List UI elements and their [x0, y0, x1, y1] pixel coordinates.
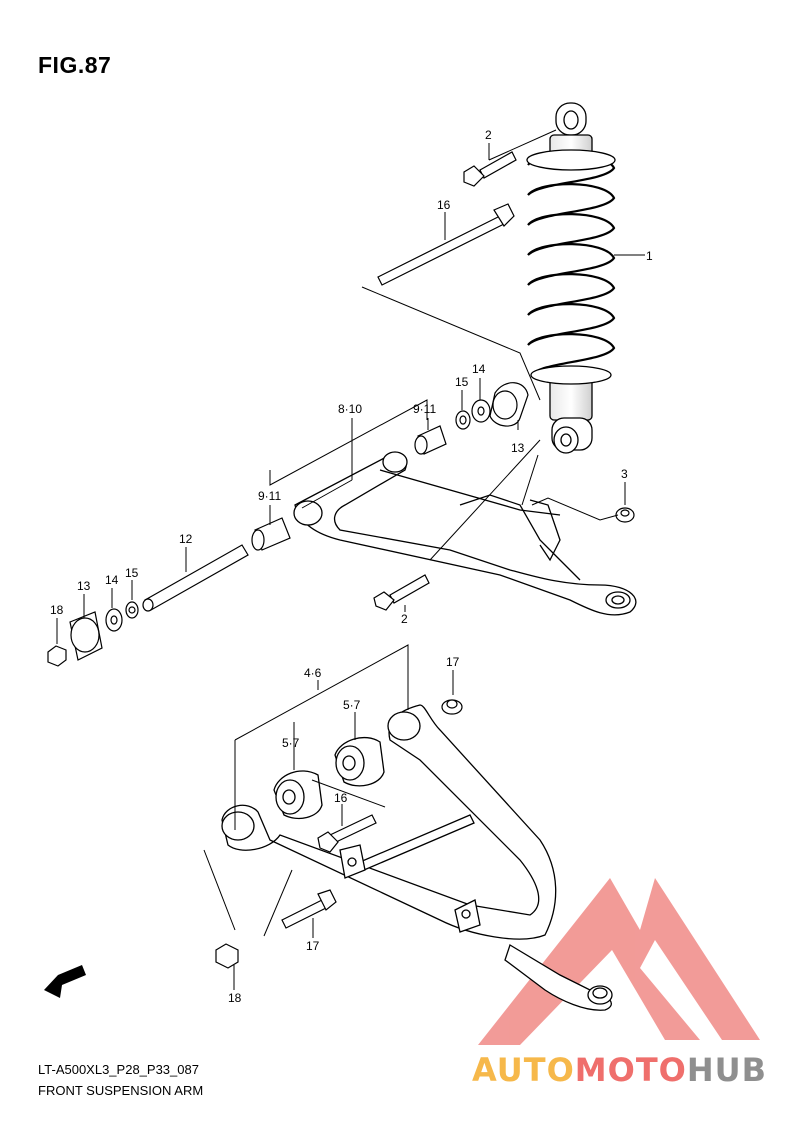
callout-label: 14 — [105, 573, 119, 587]
callout-label: 8·10 — [338, 402, 362, 416]
watermark-part-hub: HUB — [686, 1051, 768, 1089]
callout-label: 3 — [621, 467, 628, 481]
callout-label: 17 — [446, 655, 460, 669]
fwd-arrow: FWD — [44, 965, 86, 998]
callout-label: 18 — [50, 603, 64, 617]
figure-code: LT-A500XL3_P28_P33_087 — [38, 1062, 199, 1077]
callout-label: 12 — [179, 532, 193, 546]
upper-right-bushings — [414, 382, 529, 455]
long-bolt-16 — [377, 203, 515, 286]
lower-arm — [221, 704, 613, 1011]
callout-label: 2 — [485, 128, 492, 142]
callout-label: 18 — [228, 991, 242, 1005]
watermark-logo-text: AUTOMOTOHUB — [472, 1051, 767, 1089]
callout-label: 15 — [125, 566, 139, 580]
bolt-lower — [373, 574, 430, 611]
callout-label: 5·7 — [282, 736, 300, 750]
leader-lines — [56, 129, 645, 990]
shock-absorber — [526, 102, 616, 454]
callout-label: 2 — [401, 612, 408, 626]
upper-arm — [293, 451, 637, 616]
callout-label: 17 — [306, 939, 320, 953]
figure-name: FRONT SUSPENSION ARM — [38, 1083, 204, 1098]
callout-label: 15 — [455, 375, 469, 389]
lower-fasteners — [215, 699, 463, 969]
callout-label: 16 — [334, 791, 348, 805]
callout-label: 16 — [437, 198, 451, 212]
callout-label: 13 — [77, 579, 91, 593]
callout-label: 4·6 — [304, 666, 322, 680]
callout-label: 13 — [511, 441, 525, 455]
callout-label: 1 — [646, 249, 653, 263]
callout-label: 14 — [472, 362, 486, 376]
callout-labels: 2 16 1 14 15 8·10 9·11 13 3 9·11 12 13 1… — [50, 128, 653, 1005]
callout-label: 5·7 — [343, 698, 361, 712]
upper-left-parts — [47, 517, 291, 667]
bolt-upper — [463, 151, 517, 187]
callout-label: 9·11 — [413, 402, 436, 416]
callout-label: 9·11 — [258, 489, 281, 503]
lower-arm-bushings — [273, 737, 385, 819]
figure-title: FIG.87 — [38, 52, 112, 78]
watermark-part-auto: AUTO — [472, 1051, 575, 1089]
watermark-part-moto: MOTO — [574, 1051, 687, 1089]
nut-3 — [615, 507, 635, 523]
